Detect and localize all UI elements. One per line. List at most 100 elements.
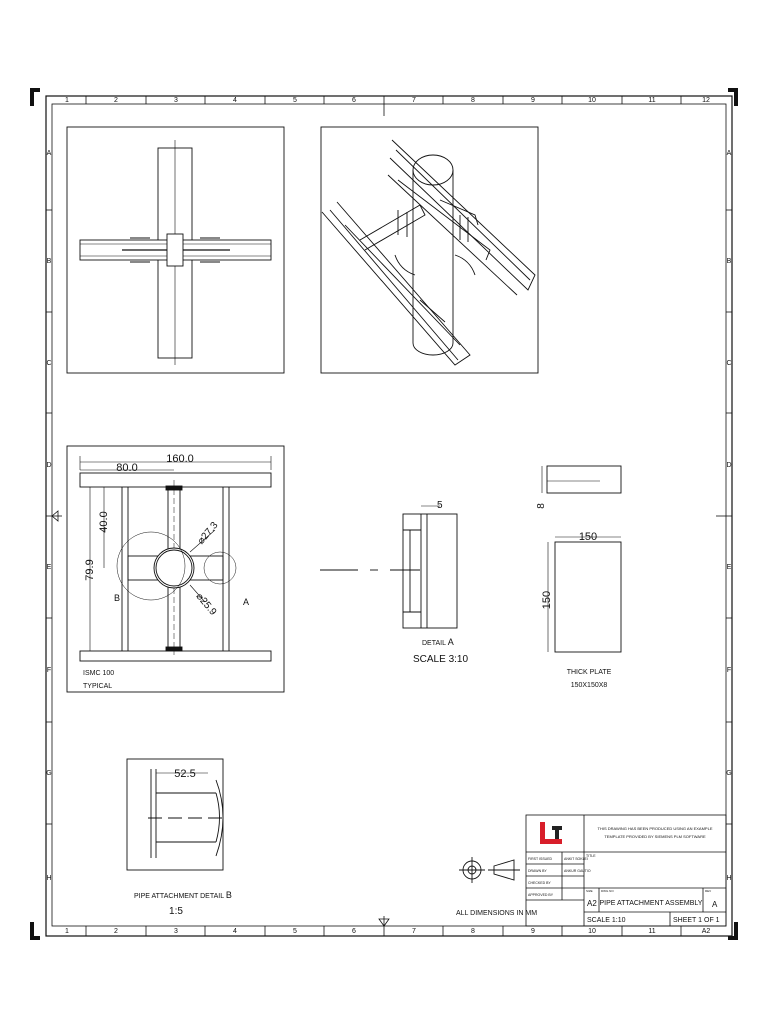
channel-note-2: TYPICAL: [83, 683, 112, 690]
channel-note-1: ISMC 100: [83, 670, 114, 677]
label-a: A: [243, 597, 249, 607]
tb-row-value: ANKUR GAUTIO: [564, 869, 591, 873]
disclaimer-line-2: TEMPLATE PROVIDED BY SIEMENS PLM SOFTWAR…: [604, 834, 706, 839]
detail-a-dim: 5: [437, 500, 443, 511]
col-label-bottom: 3: [174, 928, 178, 935]
dim-vertical: 79.9: [84, 559, 96, 580]
tb-size: A2: [587, 899, 597, 908]
title-block: [525, 814, 727, 927]
tb-title-field: TITLE: [586, 854, 596, 858]
row-label-left: A: [47, 150, 52, 157]
corner-marks: [30, 88, 738, 940]
detail-a-caption-letter: A: [448, 637, 454, 647]
row-label-right: F: [727, 667, 731, 674]
detail-b-view: [126, 758, 225, 871]
units-note: ALL DIMENSIONS IN MM: [456, 910, 537, 917]
col-label-top: 1: [65, 97, 69, 104]
tb-rev: A: [712, 900, 718, 909]
row-label-left: E: [47, 564, 52, 571]
col-label-top: 2: [114, 97, 118, 104]
company-logo: [540, 822, 562, 844]
tb-scale: SCALE 1:10: [587, 917, 626, 924]
dim-half: 80.0: [116, 462, 137, 474]
detail-b-labels: 52.5 PIPE ATTACHMENT DETAIL B 1:5: [134, 768, 232, 917]
col-label-top: 7: [412, 97, 416, 104]
detail-b-caption-prefix: PIPE ATTACHMENT DETAIL: [134, 893, 224, 900]
col-label-bottom: 1: [65, 928, 69, 935]
col-label-bottom: 6: [352, 928, 356, 935]
col-label-top: 11: [648, 97, 655, 104]
detail-b-scale: 1:5: [169, 906, 183, 917]
row-labels: A B C D E F G H A B C D E F G H: [46, 150, 731, 882]
detail-b-dim: 52.5: [174, 768, 195, 780]
detail-a-view: [402, 505, 458, 629]
col-label-top: 5: [293, 97, 297, 104]
dim-upper: 40.0: [98, 511, 110, 532]
col-label-top: 6: [352, 97, 356, 104]
row-label-left: G: [46, 770, 51, 777]
tb-title: PIPE ATTACHMENT ASSEMBLY: [600, 900, 703, 907]
col-label-top: 9: [531, 97, 535, 104]
col-label-bottom: 10: [588, 928, 596, 935]
tb-row-label: CHECKED BY: [528, 881, 551, 885]
plate-caption-2: 150X150X8: [571, 682, 608, 689]
grid-ticks: [46, 96, 732, 936]
col-label-bottom: 9: [531, 928, 535, 935]
plate-view: [541, 465, 622, 653]
col-label-bottom: 5: [293, 928, 297, 935]
col-label-bottom: 4: [233, 928, 237, 935]
row-label-right: B: [727, 258, 732, 265]
col-label-bottom: 2: [114, 928, 118, 935]
plate-dim-thickness: 8: [536, 503, 547, 509]
dia-inner: ⌀25.9: [194, 591, 219, 618]
row-label-right: A: [727, 150, 732, 157]
tb-row-value: ANKIT SOKLEI: [564, 857, 588, 861]
plate-dim-width: 150: [579, 531, 597, 543]
row-label-right: E: [727, 564, 732, 571]
row-label-right: D: [726, 462, 731, 469]
tb-rev-header: REV: [705, 889, 711, 893]
tb-sheet: SHEET 1 OF 1: [673, 917, 720, 924]
column-labels: 1 2 3 4 5 6 7 8 9 10 11 12 1 2 3 4 5 6 7…: [65, 97, 710, 935]
row-label-left: C: [46, 360, 51, 367]
row-label-right: H: [726, 875, 731, 882]
top-view: [66, 126, 285, 374]
col-label-bottom: 11: [648, 928, 655, 935]
col-label-top: 10: [588, 97, 596, 104]
dia-outer: ⌀27.3: [196, 520, 221, 547]
col-label-top: 8: [471, 97, 475, 104]
centering-arrow-bottom: [378, 918, 390, 927]
isometric-view: [320, 126, 539, 374]
title-block-text: THIS DRAWING HAS BEEN PRODUCED USING AN …: [528, 826, 720, 924]
detail-a-caption: DETAIL A: [422, 637, 454, 647]
col-label-bottom: 7: [412, 928, 416, 935]
dim-overall: 160.0: [166, 453, 194, 465]
col-label-bottom: 8: [471, 928, 475, 935]
row-label-right: C: [726, 360, 731, 367]
plate-caption-1: THICK PLATE: [567, 669, 612, 676]
tb-size-header: SIZE: [586, 889, 593, 893]
projection-symbol: [459, 857, 520, 883]
row-label-left: D: [46, 462, 51, 469]
detail-a-scale: SCALE 3:10: [413, 654, 468, 665]
col-label-top: 12: [702, 97, 710, 104]
row-label-left: B: [47, 258, 52, 265]
inner-border: [51, 103, 727, 927]
plate-labels: 8 150 150 THICK PLATE 150X150X8: [536, 503, 612, 689]
detail-b-caption-letter: B: [226, 890, 232, 900]
plate-dim-height: 150: [541, 591, 553, 609]
corner-size-label: A2: [702, 928, 711, 935]
outer-border: [45, 95, 733, 937]
detail-b-caption: PIPE ATTACHMENT DETAIL B: [134, 890, 232, 900]
col-label-top: 3: [174, 97, 178, 104]
row-label-left: F: [47, 667, 51, 674]
tb-row-label: APPROVED BY: [528, 893, 554, 897]
section-view: [66, 445, 285, 693]
disclaimer-line-1: THIS DRAWING HAS BEEN PRODUCED USING AN …: [598, 826, 713, 831]
detail-a-labels: 5 DETAIL A SCALE 3:10: [413, 500, 468, 665]
row-label-right: G: [726, 770, 731, 777]
row-label-left: H: [46, 875, 51, 882]
centering-arrow-left: [51, 510, 59, 522]
detail-a-caption-prefix: DETAIL: [422, 640, 446, 647]
